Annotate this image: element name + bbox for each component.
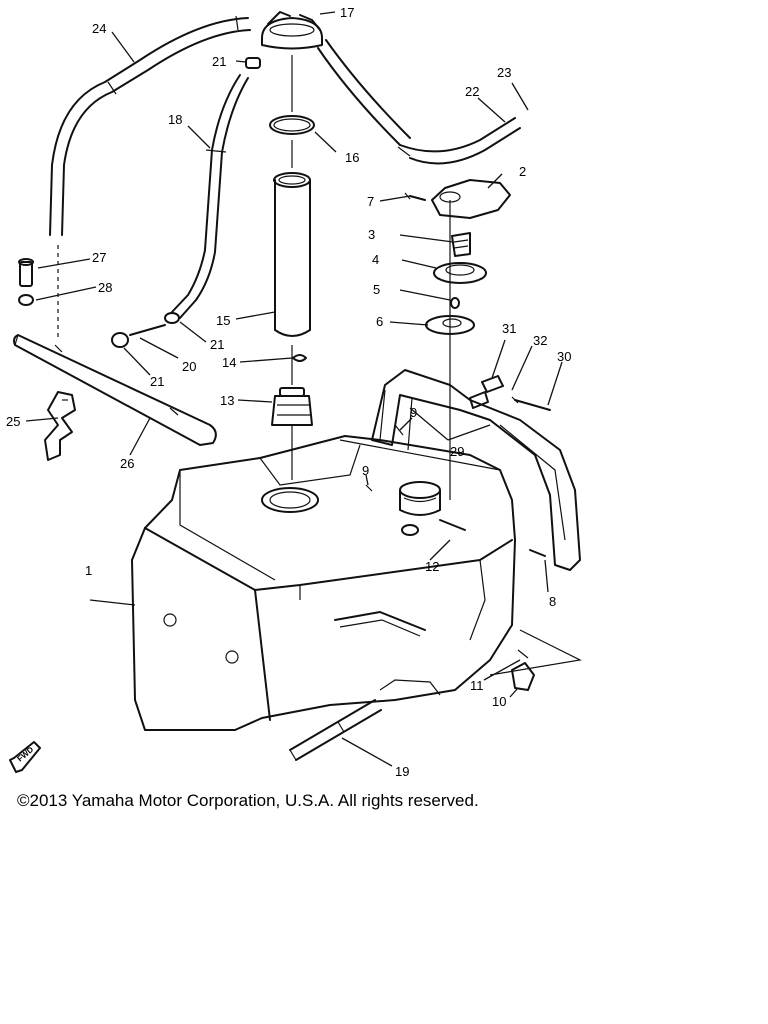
callout-29: 29 (450, 444, 464, 459)
hose-clamps (111, 57, 261, 348)
callout-3: 3 (368, 227, 375, 242)
callout-28: 28 (98, 280, 112, 295)
fuel-filter (271, 354, 313, 480)
callout-27: 27 (92, 250, 106, 265)
callout-4: 4 (372, 252, 379, 267)
callout-21: 21 (212, 54, 226, 69)
callout-9: 9 (362, 463, 369, 478)
fuel-hoses (49, 15, 521, 761)
callout-11: 11 (470, 678, 484, 693)
parts-diagram: FWD (6, 5, 582, 779)
callout-30: 30 (557, 349, 571, 364)
tank-strap (365, 369, 581, 571)
callout-32: 32 (533, 333, 547, 348)
callout-13: 13 (220, 393, 234, 408)
callout-26: 26 (120, 456, 134, 471)
callout-20: 20 (182, 359, 196, 374)
callout-24: 24 (92, 21, 106, 36)
callout-6: 6 (376, 314, 383, 329)
callout-21: 21 (210, 337, 224, 352)
callout-18: 18 (168, 112, 182, 127)
callout-numbers: 1 2 3 4 5 6 7 8 9 9 10 11 12 13 14 15 16… (6, 5, 571, 779)
callout-12: 12 (425, 559, 439, 574)
mounting-bracket (13, 245, 217, 461)
callout-17: 17 (340, 5, 354, 20)
callout-1: 1 (85, 563, 92, 578)
fwd-label: FWD (16, 745, 36, 764)
callout-2: 2 (519, 164, 526, 179)
callout-15: 15 (216, 313, 230, 328)
callout-25: 25 (6, 414, 20, 429)
callout-22: 22 (465, 84, 479, 99)
callout-31: 31 (502, 321, 516, 336)
callout-23: 23 (497, 65, 511, 80)
callout-21: 21 (150, 374, 164, 389)
callout-14: 14 (222, 355, 236, 370)
callout-16: 16 (345, 150, 359, 165)
callout-8: 8 (549, 594, 556, 609)
rubber-mount (489, 629, 582, 691)
fuel-cap-assembly (399, 179, 511, 536)
callout-7: 7 (367, 194, 374, 209)
callout-5: 5 (373, 282, 380, 297)
copyright-notice: ©2013 Yamaha Motor Corporation, U.S.A. A… (17, 791, 479, 810)
callout-19: 19 (395, 764, 409, 779)
fwd-arrow: FWD (9, 741, 41, 773)
callout-9: 9 (410, 405, 417, 420)
filler-pipe-assembly (261, 11, 323, 385)
callout-leaders (25, 11, 563, 767)
fuel-tank (131, 435, 516, 731)
callout-10: 10 (492, 694, 506, 709)
